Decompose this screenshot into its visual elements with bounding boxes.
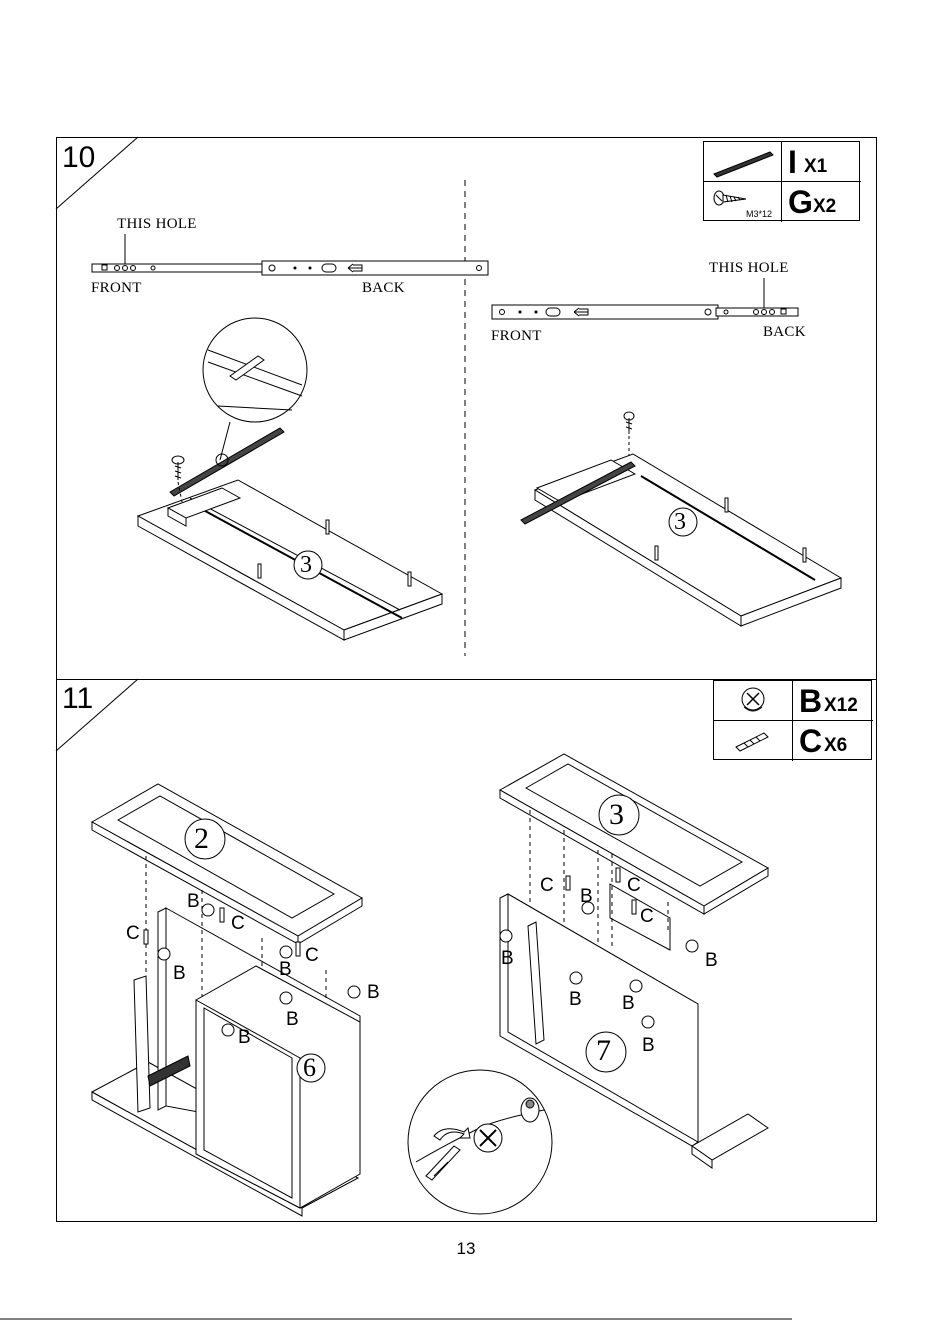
right-label-b2: B [501,949,514,968]
rail-icon [712,148,774,176]
footer-rule [0,1318,932,1322]
right-front-label: FRONT [491,329,542,344]
step-10-left-panel-number: 3 [300,552,312,579]
part-qty-I: X1 [804,156,827,178]
left-side-panel-number: 6 [303,1053,316,1083]
step-10-divider [464,180,468,660]
right-side-panel-number: 7 [596,1034,611,1068]
screw-code: M3*12 [746,209,772,219]
right-top-panel-number: 3 [609,798,624,832]
step-10-parts-box: I X1 M3*12 G X2 [703,141,860,221]
step-10-left-panel-illustration [130,310,450,655]
part-qty-B: X12 [824,695,858,717]
part-letter-I: I [788,146,797,178]
part-qty-C: X6 [824,735,847,757]
step-11-left-assembly [88,780,378,1210]
left-label-b6: B [238,1028,251,1047]
left-label-b1: B [187,892,200,911]
cam-lock-icon [738,685,768,717]
left-front-label: FRONT [91,281,142,296]
left-label-c2: C [126,924,140,943]
right-back-label: BACK [763,325,806,340]
right-label-c2: C [627,876,641,895]
page-number: 13 [0,1239,932,1259]
step-11-number: 11 [62,684,93,714]
right-label-b5: B [622,994,635,1013]
left-label-b4: B [367,983,380,1002]
left-rail-diagram [90,230,410,280]
part-letter-C: C [799,725,822,757]
left-label-c3: C [305,946,319,965]
step-10-right-panel-number: 3 [674,509,686,536]
left-back-label: BACK [362,281,405,296]
right-label-c1: C [540,876,554,895]
left-label-b3: B [279,960,292,979]
cam-lock-detail-magnifier [404,1066,556,1218]
left-label-b5: B [286,1010,299,1029]
right-rail-diagram [490,274,810,324]
part-letter-B: B [799,685,822,717]
right-label-b4: B [569,990,582,1009]
part-letter-G: G [788,186,813,218]
step-10-number: 10 [62,143,95,173]
left-label-c1: C [231,914,245,933]
right-label-b1: B [580,887,593,906]
step-11-parts-box: B X12 C X6 [713,680,872,760]
part-qty-G: X2 [813,196,836,218]
left-top-panel-number: 2 [194,822,209,856]
right-label-b3: B [705,951,718,970]
right-label-c3: C [640,907,654,926]
dowel-icon [734,731,774,751]
left-label-b2: B [173,964,186,983]
right-label-b6: B [642,1036,655,1055]
